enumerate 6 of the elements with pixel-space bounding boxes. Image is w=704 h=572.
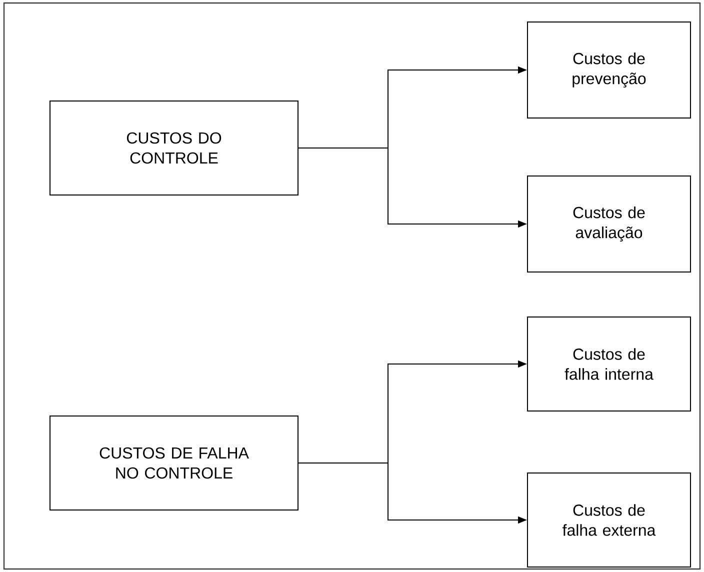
text-box: Custos de avaliação	[527, 176, 691, 272]
text-box: CUSTOS DE FALHA NO CONTROLE	[50, 415, 298, 510]
text-box: CUSTOS DO CONTROLE	[50, 100, 298, 196]
text-box: Custos de prevenção	[527, 22, 691, 118]
text-box: Custos de falha externa	[527, 472, 691, 568]
text-box: Custos de falha interna	[527, 316, 691, 412]
